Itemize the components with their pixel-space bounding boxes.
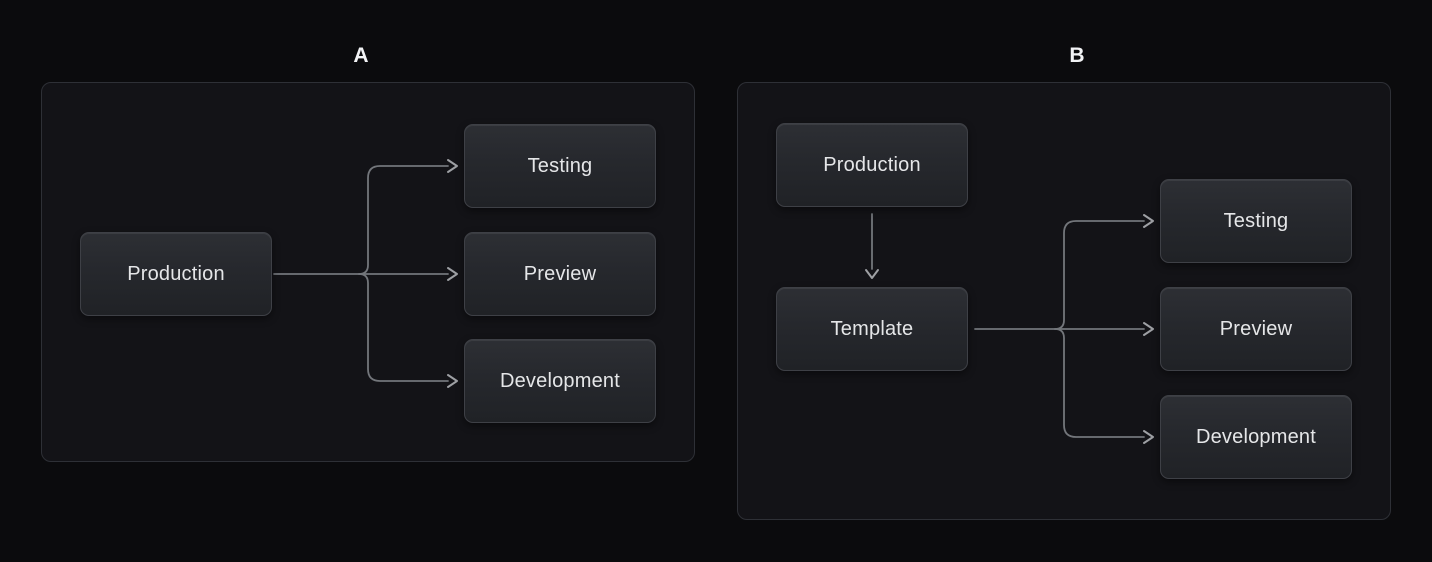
node-a-testing-label: Testing: [527, 154, 593, 177]
node-b-production: Production: [776, 123, 968, 207]
node-a-production-label: Production: [127, 262, 225, 285]
node-a-development: Development: [464, 339, 656, 423]
node-b-testing-label: Testing: [1223, 209, 1289, 232]
node-b-template: Template: [776, 287, 968, 371]
node-a-development-label: Development: [499, 369, 621, 392]
node-b-testing: Testing: [1160, 179, 1352, 263]
node-b-production-label: Production: [823, 153, 921, 176]
node-b-development: Development: [1160, 395, 1352, 479]
node-b-development-label: Development: [1195, 425, 1317, 448]
node-b-preview: Preview: [1160, 287, 1352, 371]
diagram-b-title: B: [1069, 44, 1085, 67]
node-b-preview-label: Preview: [1219, 317, 1293, 340]
node-a-production: Production: [80, 232, 272, 316]
diagram-a-title: A: [353, 44, 369, 67]
node-a-testing: Testing: [464, 124, 656, 208]
node-b-template-label: Template: [830, 317, 914, 340]
node-a-preview-label: Preview: [523, 262, 597, 285]
node-a-preview: Preview: [464, 232, 656, 316]
